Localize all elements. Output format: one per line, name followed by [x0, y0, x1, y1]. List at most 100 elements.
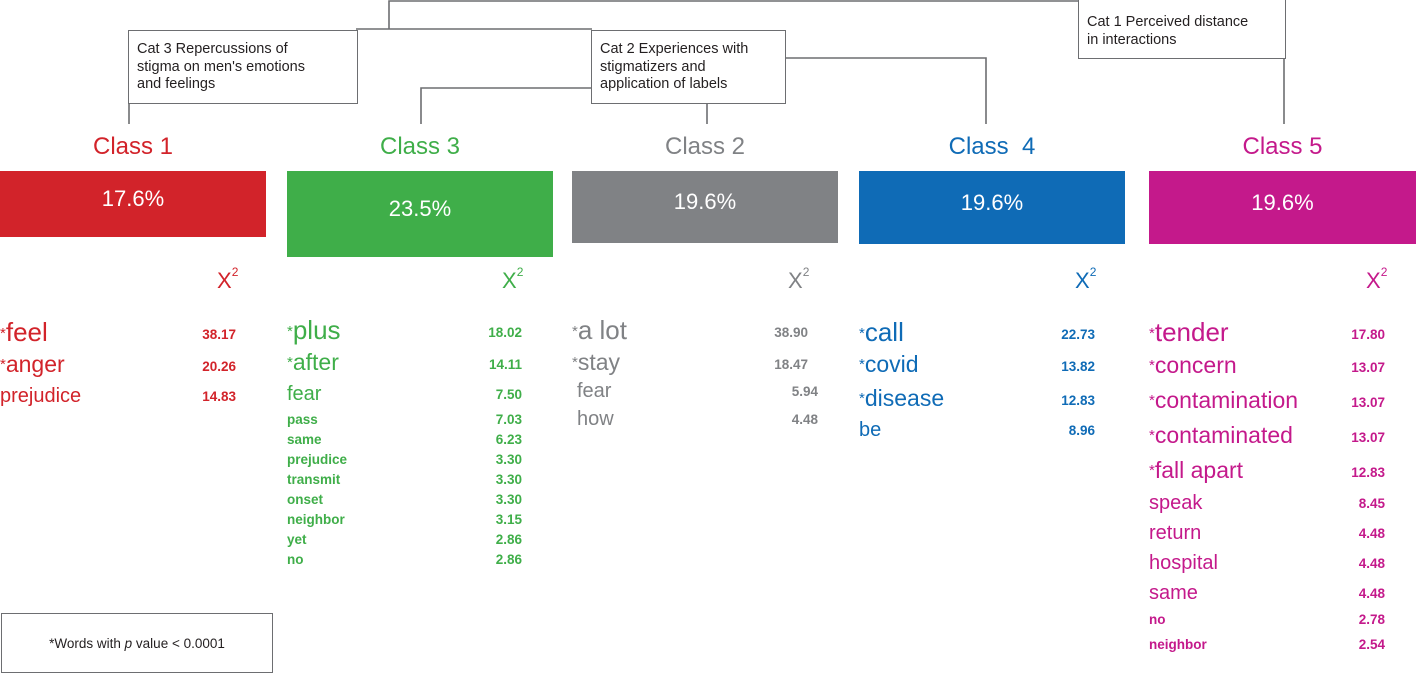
class4-percent-bar: 19.6% [859, 171, 1125, 244]
word-label: *stay [572, 349, 620, 376]
word-text: neighbor [1149, 637, 1207, 652]
word-label: return [1149, 522, 1201, 545]
class2-percent-label: 19.6% [673, 189, 737, 214]
word-label: *contaminated [1149, 422, 1293, 449]
word-text: speak [1149, 492, 1203, 514]
word-text: transmit [287, 472, 341, 487]
chi-square-value: 2.54 [1358, 637, 1385, 652]
word-label: no [1149, 612, 1166, 627]
word-text: concern [1154, 352, 1237, 378]
class5-percent-label: 19.6% [1251, 189, 1314, 215]
cat3-line-2: stigma on men's emotions [137, 58, 305, 75]
class3-percent-bar: 23.5% [287, 171, 553, 257]
class2-title: Class 2 [664, 133, 746, 160]
word-label: *feel [0, 317, 48, 348]
word-text: hospital [1149, 552, 1218, 574]
class1-percent-bar: 17.6% [0, 171, 266, 237]
chi-square-value: 22.73 [1061, 327, 1095, 342]
significance-star: * [0, 356, 6, 373]
word-label: yet [287, 532, 307, 547]
chi-square-value: 13.07 [1351, 430, 1385, 445]
cat1-line-1: Cat 1 Perceived distance [1087, 14, 1249, 30]
class5-title: Class 5 [1242, 133, 1323, 160]
word-row: neighbor 3.15 [287, 512, 522, 532]
word-text: return [1149, 522, 1202, 544]
word-label: same [287, 432, 322, 447]
chi-symbol: X [502, 268, 517, 293]
cat2-line-3: application of labels [600, 76, 728, 92]
chi-symbol: X [1366, 268, 1381, 293]
word-label: *a lot [572, 315, 627, 346]
footnote-p: p [124, 635, 133, 651]
word-text: no [1149, 612, 1166, 627]
chi-square-value: 38.90 [774, 325, 808, 340]
class1-title: Class 1 [92, 133, 174, 160]
word-text: neighbor [287, 512, 345, 527]
chi-exponent: 2 [802, 264, 810, 279]
significance-star: * [1149, 325, 1155, 342]
word-label: *plus [287, 315, 341, 346]
word-label: *anger [0, 351, 65, 378]
word-label: fear [577, 380, 611, 403]
chi-exponent: 2 [1089, 264, 1097, 279]
word-text: be [859, 419, 882, 441]
word-row: *contaminated 13.07 [1149, 422, 1385, 457]
significance-star: * [287, 323, 293, 340]
significance-star: * [1149, 357, 1155, 374]
class4-title: Class 4 [948, 133, 1036, 160]
word-label: *fall apart [1149, 457, 1243, 484]
category-box-cat2: Cat 2 Experiences with stigmatizers and … [591, 30, 786, 104]
chi-square-value: 4.48 [1358, 556, 1385, 571]
word-text: pass [287, 412, 318, 427]
word-row: *a lot 38.90 [572, 315, 808, 349]
chi-square-value: 3.15 [495, 512, 522, 527]
word-row: *anger 20.26 [0, 351, 236, 385]
cat1-line-2: in interactions [1087, 31, 1177, 48]
word-label: onset [287, 492, 323, 507]
word-label: *concern [1149, 352, 1237, 379]
cat2-line-1: Cat 2 Experiences with [600, 41, 749, 57]
word-text: onset [287, 492, 324, 507]
chi-square-value: 7.03 [495, 412, 522, 427]
chi-square-value: 20.26 [202, 359, 236, 374]
chi-square-value: 13.07 [1351, 395, 1385, 410]
chi-square-value: 3.30 [495, 452, 522, 467]
class2-chi-square-header: X2 [788, 264, 810, 294]
chi-exponent: 2 [231, 264, 239, 279]
significance-star: * [859, 390, 865, 407]
class4-percent-label: 19.6% [960, 189, 1024, 215]
chi-square-value: 8.45 [1358, 496, 1385, 511]
significance-star: * [572, 354, 578, 371]
word-label: fear [287, 383, 321, 406]
word-text: contamination [1154, 387, 1299, 413]
word-text: fear [287, 383, 322, 405]
word-label: speak [1149, 492, 1202, 515]
word-text: how [577, 408, 614, 430]
chi-square-value: 12.83 [1061, 393, 1095, 408]
chi-square-value: 17.80 [1351, 327, 1385, 342]
word-label: be [859, 419, 881, 442]
significance-star: * [0, 325, 6, 342]
word-label: how [577, 408, 614, 431]
chi-square-value: 2.86 [495, 552, 522, 567]
word-label: same [1149, 582, 1198, 605]
word-row: *disease 12.83 [859, 385, 1095, 419]
word-label: *disease [859, 385, 944, 412]
word-text: after [292, 349, 339, 375]
word-text: disease [864, 385, 945, 411]
word-label: *after [287, 349, 339, 376]
word-text: covid [864, 351, 919, 377]
class2-percent-bar: 19.6% [572, 171, 838, 243]
word-text: prejudice [0, 385, 82, 407]
chi-square-value: 3.30 [495, 472, 522, 487]
